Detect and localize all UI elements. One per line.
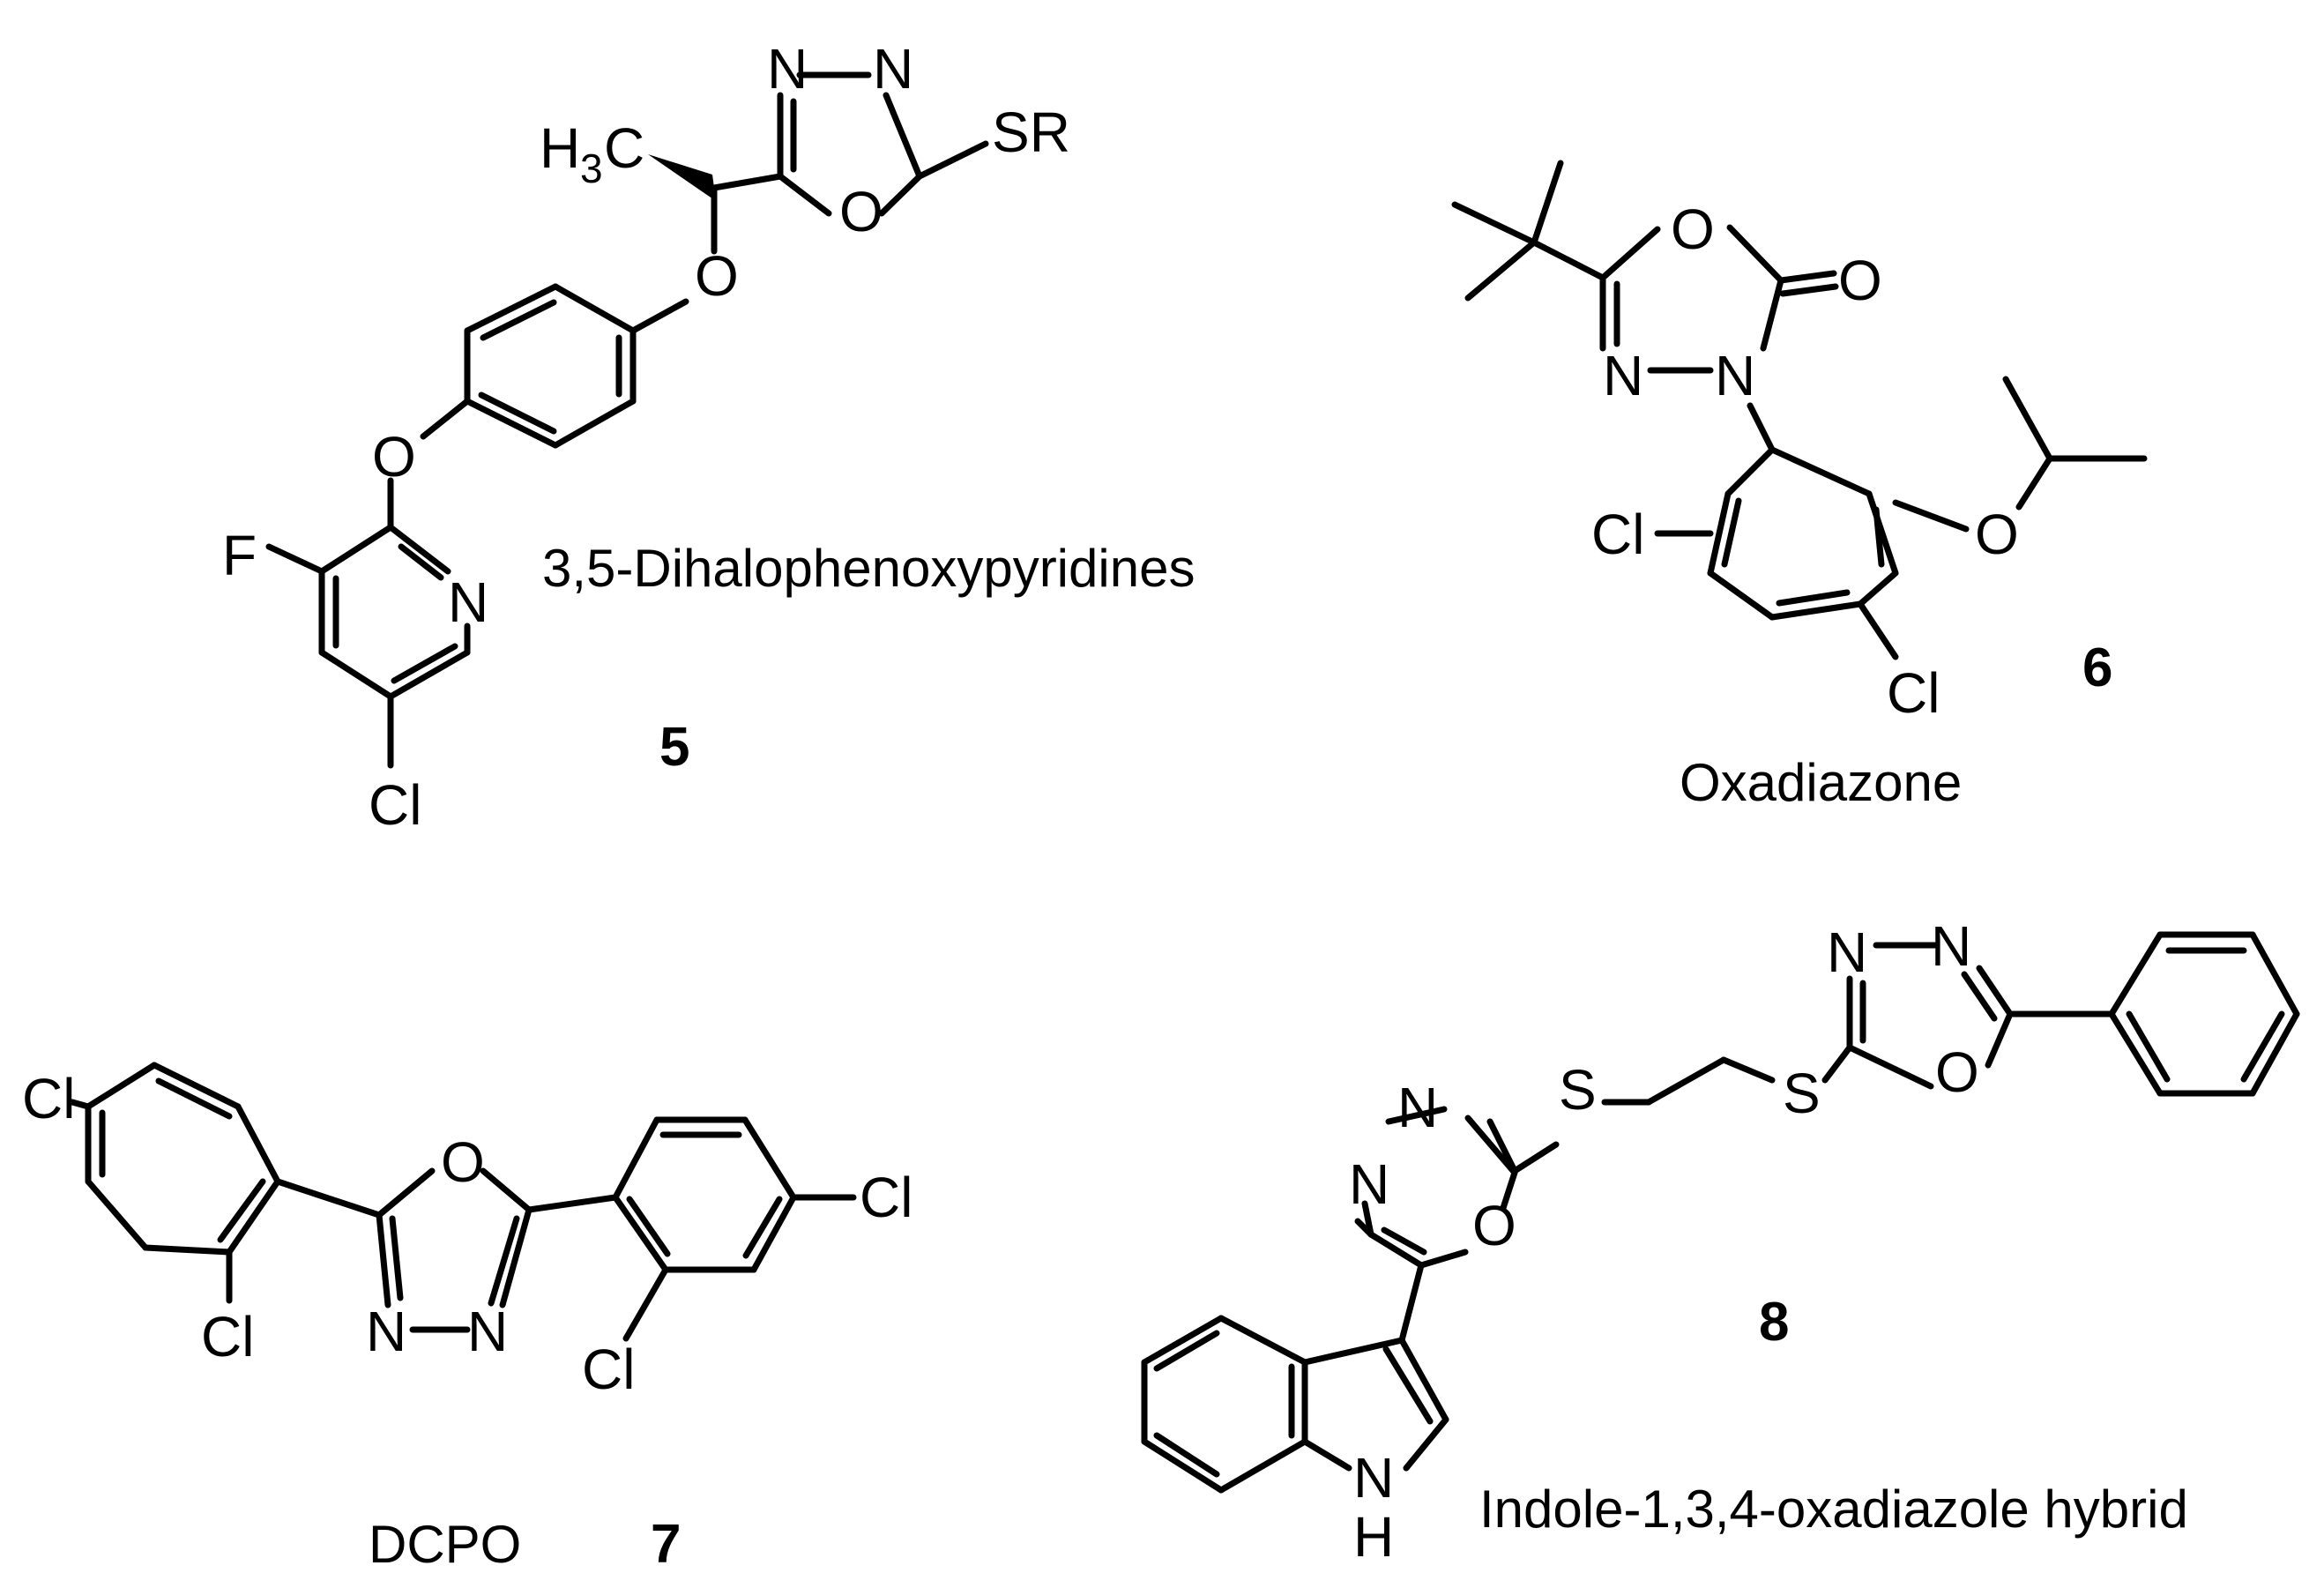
- compound-5-number: 5: [659, 717, 689, 778]
- compound-8-number: 8: [1759, 1292, 1789, 1353]
- compound-7-number: 7: [651, 1514, 681, 1573]
- atom-nh-h: H: [1353, 1505, 1394, 1569]
- atom-n1: N: [767, 37, 808, 101]
- atom-o1: O: [1472, 1194, 1516, 1257]
- atom-o-link2: O: [372, 425, 416, 488]
- compound-5-name: 3,5-Dihalophenoxypyridines: [542, 539, 1195, 598]
- atom-s1: S: [1559, 1058, 1597, 1122]
- compound-8: N N O S S N N O N H 8 Indole-1,3,4-oxadi…: [1141, 914, 2300, 1569]
- atom-cl-b: Cl: [201, 1305, 254, 1368]
- atom-s2: S: [1783, 1062, 1821, 1125]
- atom-o-ring: O: [839, 180, 883, 243]
- atom-o-carbonyl: O: [1838, 249, 1882, 312]
- atom-o-ring: O: [441, 1130, 485, 1194]
- compound-6-number: 6: [2082, 637, 2112, 698]
- atom-f: F: [222, 524, 257, 587]
- compound-8-name: Indole-1,3,4-oxadiazole hybrid: [1479, 1480, 2188, 1539]
- compound-6: O O N N Cl Cl O 6 Oxadiazone: [1451, 160, 2148, 812]
- atom-n2: N: [1715, 344, 1755, 407]
- atom-cl-a: Cl: [22, 1067, 75, 1130]
- atom-n3: N: [1827, 921, 1867, 984]
- compound-6-name: Oxadiazone: [1680, 753, 1962, 812]
- atom-cl-d: Cl: [582, 1338, 635, 1401]
- atom-n-pyr: N: [448, 570, 488, 634]
- atom-n1: N: [366, 1300, 406, 1363]
- atom-cl: Cl: [369, 773, 421, 837]
- atom-cl1: Cl: [1591, 503, 1644, 566]
- atom-n1: N: [1397, 1076, 1438, 1139]
- compound-5: N N O SR H 3 C O O F N Cl 3,5-Dihalophen…: [222, 37, 1195, 837]
- atom-h3c-sub: 3: [580, 145, 603, 191]
- atom-h3c-c: C: [604, 116, 644, 180]
- atom-n2: N: [1349, 1152, 1389, 1216]
- atom-n2: N: [467, 1300, 508, 1363]
- atom-n2: N: [873, 37, 913, 101]
- atom-sr: SR: [992, 101, 1070, 164]
- atom-cl-c: Cl: [860, 1166, 912, 1229]
- atom-o2: O: [1935, 1040, 1979, 1104]
- atom-n4: N: [1931, 914, 1971, 978]
- atom-h3c-h: H: [540, 116, 580, 180]
- atom-o-link1: O: [695, 244, 739, 308]
- atom-n1: N: [1603, 344, 1643, 407]
- atom-cl2: Cl: [1887, 661, 1940, 725]
- compound-7-name: DCPO: [369, 1515, 521, 1573]
- atom-nh-n: N: [1353, 1446, 1394, 1510]
- compound-7: Cl Cl O N N Cl Cl DCPO 7: [22, 1062, 912, 1573]
- atom-o-ether: O: [1975, 503, 2019, 566]
- atom-o-ring: O: [1671, 198, 1715, 261]
